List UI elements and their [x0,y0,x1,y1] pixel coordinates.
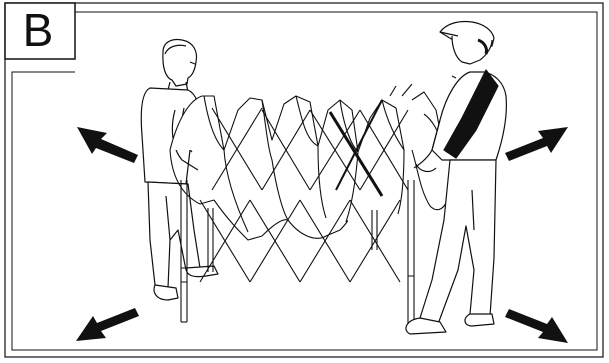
canopy-frame [169,83,449,331]
inner-border [11,11,598,351]
arrow-up-right-icon [505,127,568,161]
step-label-box [4,2,76,60]
arrow-down-left-icon [76,308,139,341]
arrow-down-right-icon [505,309,568,343]
right-person [405,20,507,335]
panel-border [4,2,604,358]
arrow-up-left-icon [77,127,138,163]
left-person [140,38,219,301]
